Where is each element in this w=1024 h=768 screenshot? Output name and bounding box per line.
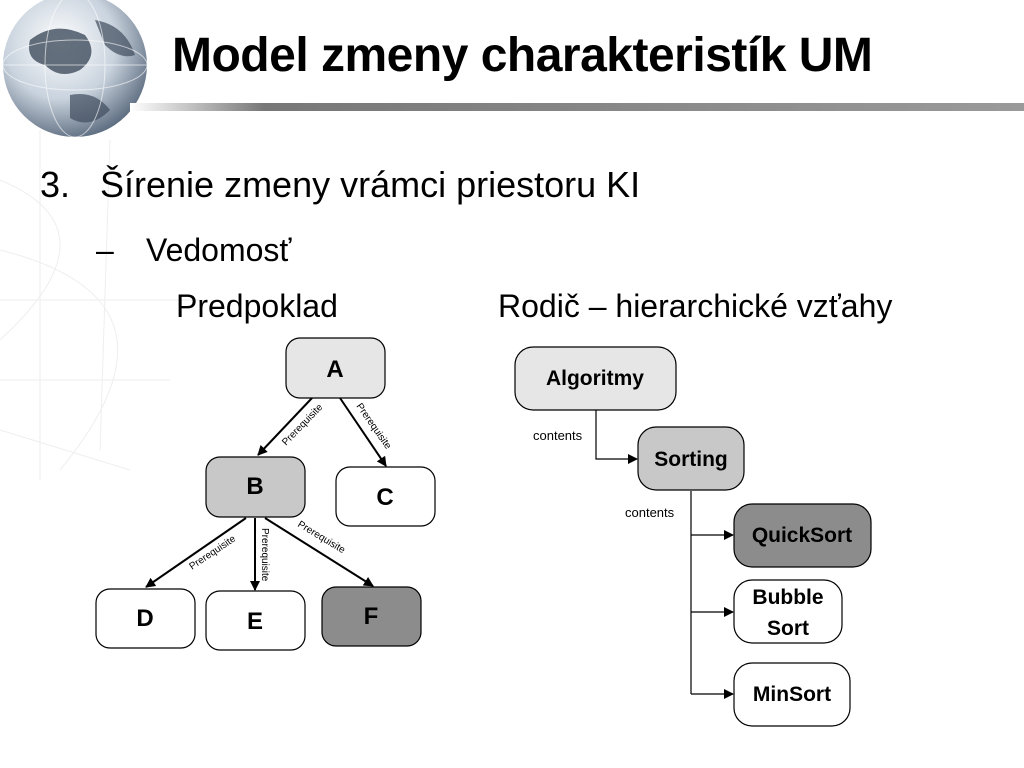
node-a: A	[285, 337, 386, 399]
slide-title: Model zmeny charakteristík UM	[172, 29, 873, 82]
hierarchy-heading: Rodič – hierarchické vzťahy	[498, 288, 893, 324]
globe-logo	[2, 0, 148, 138]
node-bubblesort: Bubble Sort	[733, 579, 843, 644]
edge-a-c	[339, 397, 387, 467]
prerequisite-diagram: Prerequisite Prerequisite Prerequisite P…	[95, 337, 436, 651]
node-b: B	[205, 456, 306, 518]
svg-text:A: A	[326, 356, 343, 383]
svg-text:B: B	[246, 473, 263, 500]
svg-text:E: E	[247, 608, 263, 635]
hierarchy-diagram: contents contents Algoritmy Sorting Quic…	[514, 346, 872, 727]
node-sorting: Sorting	[637, 426, 745, 491]
node-minsort: MinSort	[733, 662, 851, 727]
bullet-dash: –	[96, 232, 114, 268]
svg-text:Sort: Sort	[767, 617, 809, 640]
node-c: C	[335, 466, 436, 527]
contents-label-2: contents	[625, 505, 675, 520]
svg-text:Bubble: Bubble	[752, 586, 823, 609]
svg-text:Sorting: Sorting	[654, 448, 728, 471]
contents-label-1: contents	[533, 428, 583, 443]
bullet-main-text: Šírenie zmeny vrámci priestoru KI	[100, 164, 641, 205]
svg-text:F: F	[364, 603, 379, 630]
node-quicksort: QuickSort	[733, 503, 872, 568]
prerequisite-heading: Predpoklad	[176, 288, 338, 324]
node-d: D	[95, 588, 196, 649]
connector-algoritmy-sorting	[595, 410, 638, 464]
node-e: E	[205, 590, 306, 651]
edge-b-d	[145, 517, 247, 588]
svg-text:MinSort: MinSort	[753, 683, 831, 706]
edge-a-b	[257, 397, 313, 456]
svg-text:Algoritmy: Algoritmy	[546, 367, 644, 390]
bullet-number: 3.	[40, 164, 71, 205]
svg-text:D: D	[136, 605, 153, 632]
title-underline	[130, 103, 1024, 111]
node-f: F	[321, 586, 422, 647]
node-algoritmy: Algoritmy	[514, 346, 677, 411]
bullet-sub-text: Vedomosť	[146, 232, 292, 268]
svg-text:C: C	[376, 484, 393, 511]
edge-b-f	[264, 517, 374, 587]
edge-label-b-e: Prerequisite	[259, 528, 270, 582]
edge-label-b-f: Prerequisite	[295, 519, 347, 556]
svg-text:QuickSort: QuickSort	[752, 524, 852, 547]
